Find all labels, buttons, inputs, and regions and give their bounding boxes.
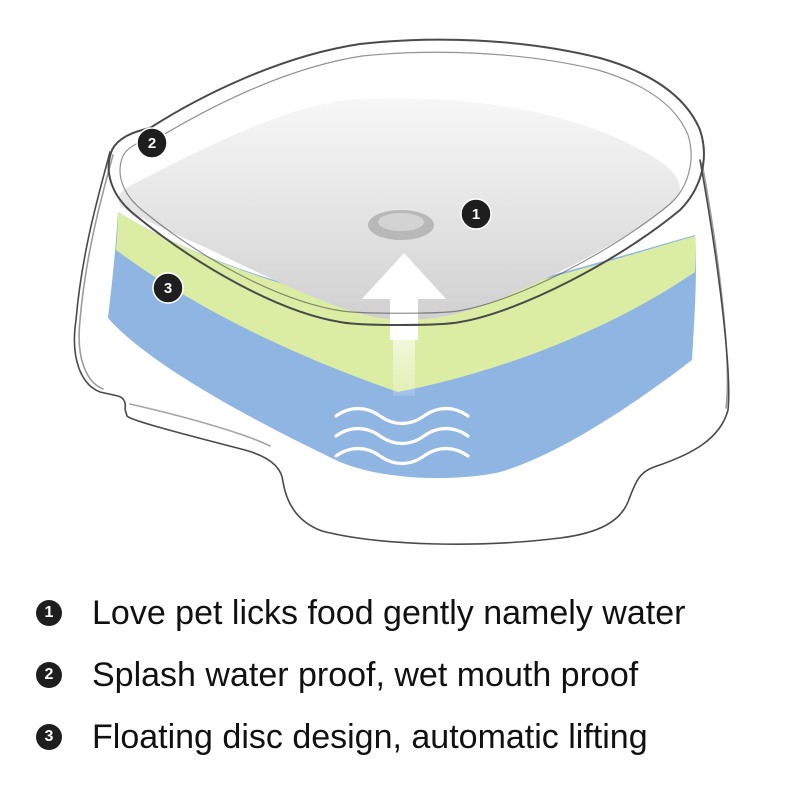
svg-text:3: 3: [164, 280, 172, 297]
marker-2: 2: [136, 127, 168, 159]
feature-number-badge: 3: [36, 724, 62, 750]
disc-center-hole: [368, 210, 434, 240]
svg-text:1: 1: [472, 206, 480, 223]
feature-text: Splash water proof, wet mouth proof: [92, 655, 639, 694]
feature-item: 3 Floating disc design, automatic liftin…: [36, 706, 776, 768]
pet-bowl-illustration: 1 2 3: [73, 38, 730, 545]
marker-3: 3: [152, 272, 184, 304]
up-arrow-icon: [362, 253, 446, 340]
feature-text: Floating disc design, automatic lifting: [92, 717, 648, 756]
floating-disc: [118, 98, 680, 320]
svg-text:2: 2: [148, 135, 156, 152]
feature-text: Love pet licks food gently namely water: [92, 593, 686, 632]
feature-item: 2 Splash water proof, wet mouth proof: [36, 644, 776, 706]
splash-proof-lid: [107, 38, 705, 326]
water-waves-icon: [334, 406, 470, 466]
marker-1: 1: [460, 198, 492, 230]
float-band: [116, 212, 696, 392]
feature-item: 1 Love pet licks food gently namely wate…: [36, 582, 776, 644]
feature-number-badge: 1: [36, 600, 62, 626]
bowl-outline: [73, 151, 730, 545]
feature-list: 1 Love pet licks food gently namely wate…: [36, 582, 776, 768]
feature-number-badge: 2: [36, 662, 62, 688]
